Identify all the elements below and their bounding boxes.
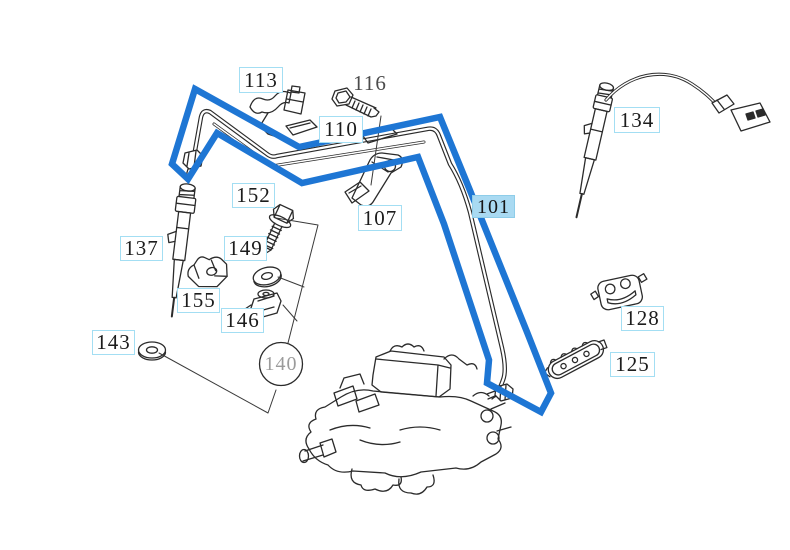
pump-art (298, 343, 512, 495)
part-128-art (590, 273, 648, 311)
part-label-155[interactable]: 155 (177, 288, 220, 313)
part-label-143[interactable]: 143 (92, 330, 135, 355)
part-113-art (249, 85, 306, 139)
highlight-outline-101 (168, 84, 555, 417)
part-label-125[interactable]: 125 (610, 352, 655, 377)
part-152-art (263, 203, 295, 255)
part-label-113[interactable]: 113 (239, 67, 283, 93)
part-label-110[interactable]: 110 (319, 116, 363, 143)
part-155-art (187, 256, 228, 288)
part-label-107[interactable]: 107 (358, 205, 402, 231)
part-label-152[interactable]: 152 (232, 183, 275, 208)
part-label-134[interactable]: 134 (614, 107, 660, 133)
part-label-140[interactable]: 140 (264, 353, 298, 375)
part-label-101-selected[interactable]: 101 (472, 195, 515, 218)
part-137-art (167, 183, 197, 318)
part-116-art (331, 87, 380, 118)
part-134-art (575, 72, 771, 219)
part-125-art (543, 339, 608, 380)
part-143-art (137, 341, 167, 361)
part-label-137[interactable]: 137 (120, 236, 163, 261)
part-label-128[interactable]: 128 (621, 306, 664, 331)
part-label-146[interactable]: 146 (221, 308, 264, 333)
group-circle-140 (258, 341, 304, 387)
part-label-149[interactable]: 149 (224, 236, 267, 261)
part-label-116[interactable]: 116 (353, 70, 387, 95)
